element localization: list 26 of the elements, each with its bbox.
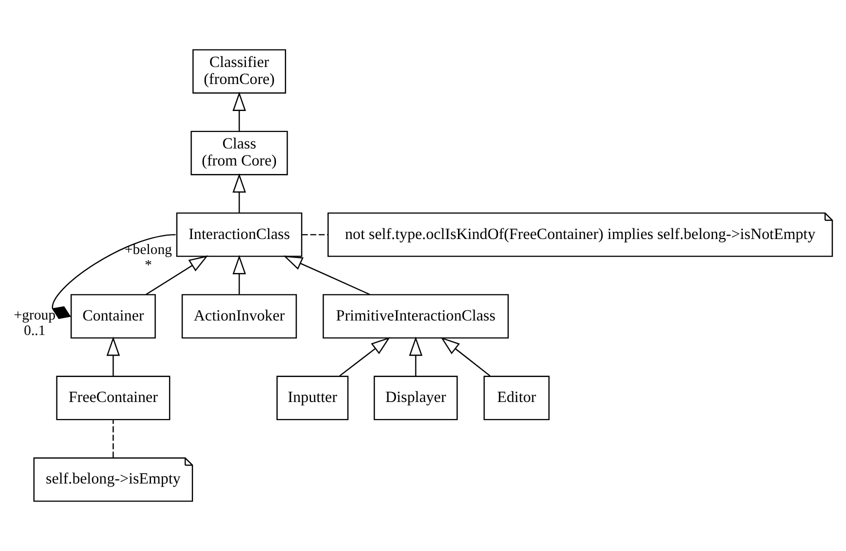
node-box: PrimitiveInteractionClass (322, 294, 509, 339)
label: +group (14, 307, 56, 324)
arrow (232, 173, 246, 213)
label: * (144, 258, 152, 274)
node-box: ActionInvoker (182, 294, 297, 339)
node-box: Container (70, 294, 156, 339)
node-box: Classifier (fromCore) (192, 49, 286, 94)
label: 0..1 (24, 323, 46, 340)
node-box: Displayer (374, 376, 458, 420)
arrow (232, 255, 246, 294)
arrow (339, 337, 390, 376)
arrow (146, 255, 208, 296)
arrow (283, 256, 370, 296)
label: +belong (124, 242, 172, 258)
arrow (106, 336, 120, 376)
connector (52, 234, 176, 319)
arrow (440, 337, 490, 376)
node-box: Editor (484, 376, 550, 420)
arrow (409, 336, 422, 376)
node-box: Inputter (276, 376, 348, 420)
node-box: Class (from Core) (190, 130, 288, 176)
arrow (232, 92, 246, 132)
connector (302, 234, 328, 236)
node-box: FreeContainer (56, 376, 170, 420)
node-box: InteractionClass (176, 212, 302, 257)
connector (112, 420, 114, 458)
